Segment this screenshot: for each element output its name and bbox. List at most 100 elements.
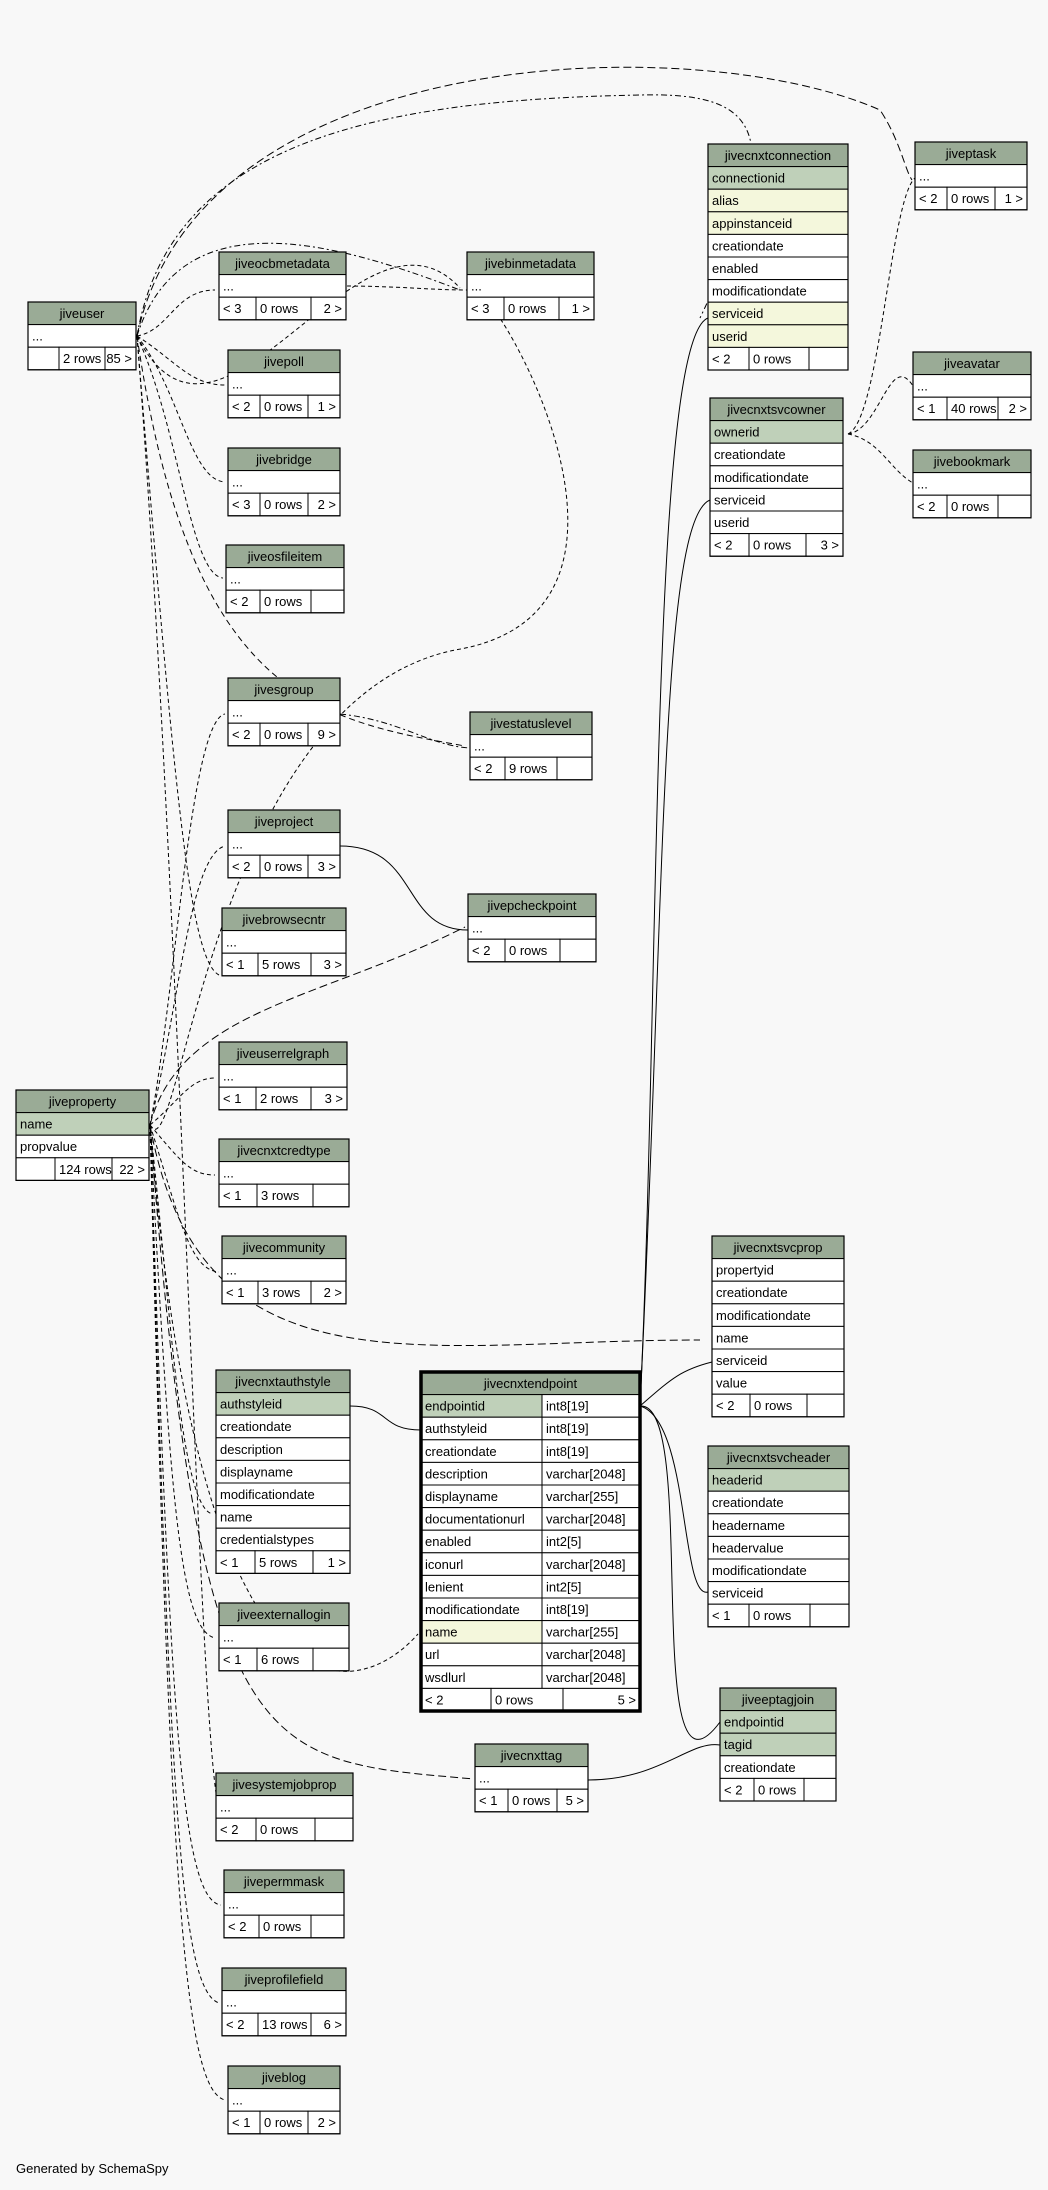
footer-children-count: 5 >: [566, 1793, 584, 1808]
footer-children-count: 1 >: [318, 399, 336, 414]
relationship-line: [136, 335, 226, 386]
relationship-line: [639, 1405, 709, 1593]
footer-row-count: 0 rows: [754, 1398, 793, 1413]
relationship-line: [136, 242, 461, 337]
relationship-line: [149, 1124, 216, 1639]
footer-parents-count: < 2: [228, 1919, 246, 1934]
column-name: ...: [917, 379, 928, 394]
footer-parents-count: < 2: [232, 399, 250, 414]
table-border: [719, 1687, 837, 1802]
column-name: headervalue: [712, 1540, 784, 1555]
table-jivecnxtauthstyle[interactable]: jivecnxtauthstyleauthstyleidcreationdate…: [215, 1369, 351, 1574]
table-border: [215, 1772, 354, 1842]
footer-children-count: 22 >: [119, 1162, 145, 1177]
relationship-line: [149, 1124, 701, 1347]
column-cell: [914, 164, 1028, 188]
footer-parents-count: < 1: [223, 1091, 241, 1106]
footer-parents-count: < 1: [232, 2115, 250, 2130]
column-name: ...: [226, 1263, 237, 1278]
footer-children-count: 3 >: [318, 859, 336, 874]
column-name: ...: [471, 279, 482, 294]
column-name: iconurl: [425, 1557, 463, 1572]
table-title: jiveptask: [945, 146, 997, 161]
column-name: headername: [712, 1518, 785, 1533]
footer-cell: [559, 938, 597, 963]
column-cell: [227, 470, 341, 494]
column-type: varchar[255]: [546, 1489, 618, 1504]
column-name: ...: [472, 921, 483, 936]
footer-cell: [803, 1777, 837, 1802]
column-type: int2[5]: [546, 1579, 581, 1594]
footer-parents-count: < 1: [220, 1555, 238, 1570]
table-border: [707, 1445, 850, 1628]
footer-cell: [809, 1603, 850, 1628]
footer-parents-count: < 1: [223, 1188, 241, 1203]
footer-cell: [808, 346, 849, 371]
table-border: [27, 301, 137, 371]
column-cell: [218, 1064, 348, 1088]
column-name: ...: [220, 1800, 231, 1815]
relationship-line: [149, 1124, 216, 1176]
table-border: [711, 1235, 845, 1418]
column-name: ...: [232, 837, 243, 852]
table-jivecnxtsvcowner[interactable]: jivecnxtsvcownerowneridcreationdatemodif…: [709, 397, 844, 557]
relationship-line: [339, 845, 469, 931]
column-name: ...: [474, 739, 485, 754]
column-cell: [221, 1258, 347, 1282]
footer-children-count: 2 >: [324, 1285, 342, 1300]
column-name: modificationdate: [425, 1602, 520, 1617]
footer-parents-count: < 2: [474, 761, 492, 776]
column-cell: [225, 567, 345, 591]
column-name: creationdate: [724, 1760, 796, 1775]
column-name: ...: [230, 572, 241, 587]
column-cell: [227, 832, 341, 856]
column-name: enabled: [712, 261, 758, 276]
footer-cell: [806, 1393, 845, 1418]
table-jivecnxtsvcheader[interactable]: jivecnxtsvcheaderheaderidcreationdatehea…: [707, 1445, 850, 1628]
table-jivecnxtsvcprop[interactable]: jivecnxtsvcproppropertyidcreationdatemod…: [711, 1235, 845, 1418]
table-jivecnxtconnection[interactable]: jivecnxtconnectionconnectionidaliasappin…: [707, 143, 849, 371]
relationship-lines: [136, 66, 916, 2101]
column-cell: [221, 930, 347, 954]
footer-row-count: 0 rows: [260, 1822, 299, 1837]
column-name: endpointid: [425, 1399, 485, 1414]
table-title: jivebinmetadata: [484, 256, 577, 271]
column-type: int8[19]: [546, 1444, 589, 1459]
table-jiveeptagjoin[interactable]: jiveeptagjoinendpointidtagidcreationdate…: [719, 1687, 837, 1802]
table-title: jiveuser: [59, 306, 105, 321]
footer-children-count: 5 >: [618, 1692, 636, 1707]
column-name: userid: [714, 515, 749, 530]
column-name: modificationdate: [712, 284, 807, 299]
table-border: [912, 351, 1032, 421]
footer-row-count: 6 rows: [261, 1652, 300, 1667]
footer-parents-count: < 2: [232, 727, 250, 742]
column-cell: [912, 472, 1032, 496]
table-title: jivecnxtsvcheader: [726, 1450, 831, 1465]
